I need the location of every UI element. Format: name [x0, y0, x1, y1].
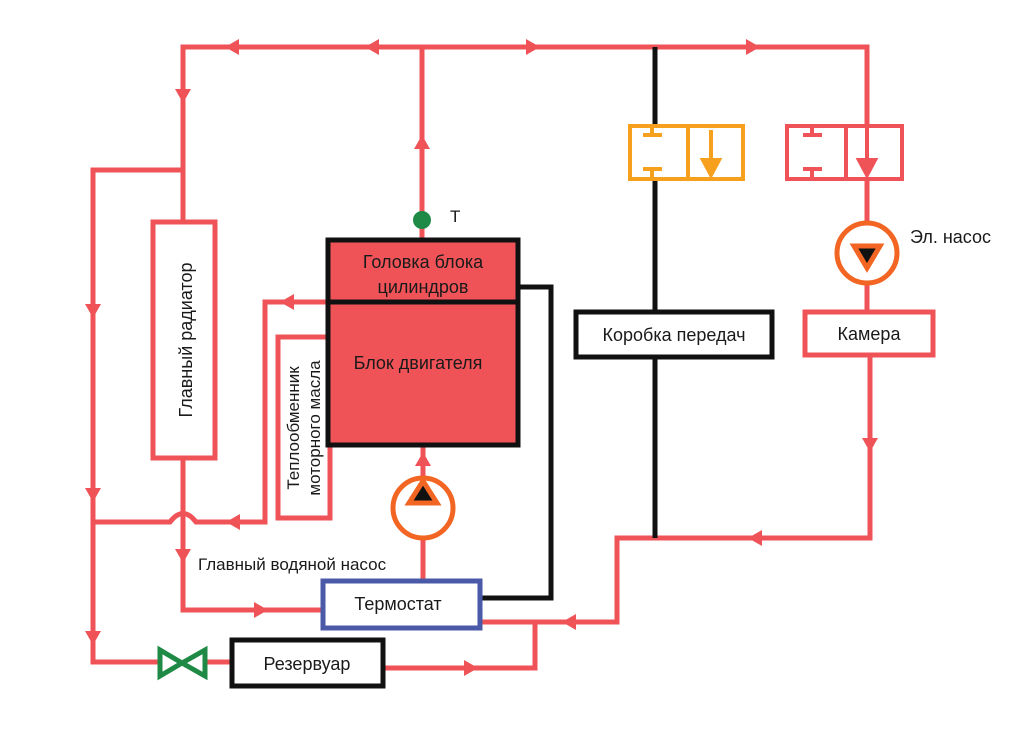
reservoir-label: Резервуар — [264, 654, 351, 674]
engine-block-label: Блок двигателя — [354, 353, 483, 373]
electric-pump-label: Эл. насос — [910, 227, 991, 247]
main-pump-icon — [390, 475, 456, 541]
main-pump-label: Главный водяной насос — [198, 555, 387, 574]
cylinder-head-label-line2: цилиндров — [378, 277, 469, 297]
main-radiator — [150, 219, 218, 461]
head-to-thermostat-bypass — [480, 284, 554, 601]
engine-block — [325, 299, 521, 448]
top-pipe — [180, 44, 870, 223]
electric-pump-icon — [834, 220, 900, 286]
shutoff-valve-icon — [157, 645, 208, 681]
flow-arrows — [85, 39, 878, 676]
chamber-return-pipe — [480, 355, 873, 625]
thermostat — [320, 578, 483, 631]
bypass-pipe — [90, 167, 183, 665]
temperature-sensor-icon — [413, 211, 431, 229]
thermostat-label: Термостат — [354, 594, 441, 614]
radiator-to-thermostat-pipe — [180, 458, 322, 613]
sensor-label: T — [450, 207, 460, 226]
oil-cooler-label-line2: моторного масла — [305, 360, 324, 496]
chamber-label: Камера — [838, 324, 902, 344]
chamber — [802, 309, 936, 358]
oil-cooler-label-line1: Теплообменник — [284, 366, 303, 490]
gearbox-label: Коробка передач — [603, 325, 746, 345]
chamber-valve-icon — [785, 124, 904, 181]
oil-cooler-return-pipe — [93, 299, 328, 525]
reservoir-return-pipe — [383, 622, 538, 671]
cylinder-head — [325, 237, 521, 305]
gearbox — [573, 309, 775, 360]
cylinder-head-label-line1: Головка блока — [363, 252, 484, 272]
reservoir — [229, 637, 386, 689]
main-radiator-label: Главный радиатор — [176, 262, 196, 417]
gearbox-valve-icon — [628, 124, 745, 181]
